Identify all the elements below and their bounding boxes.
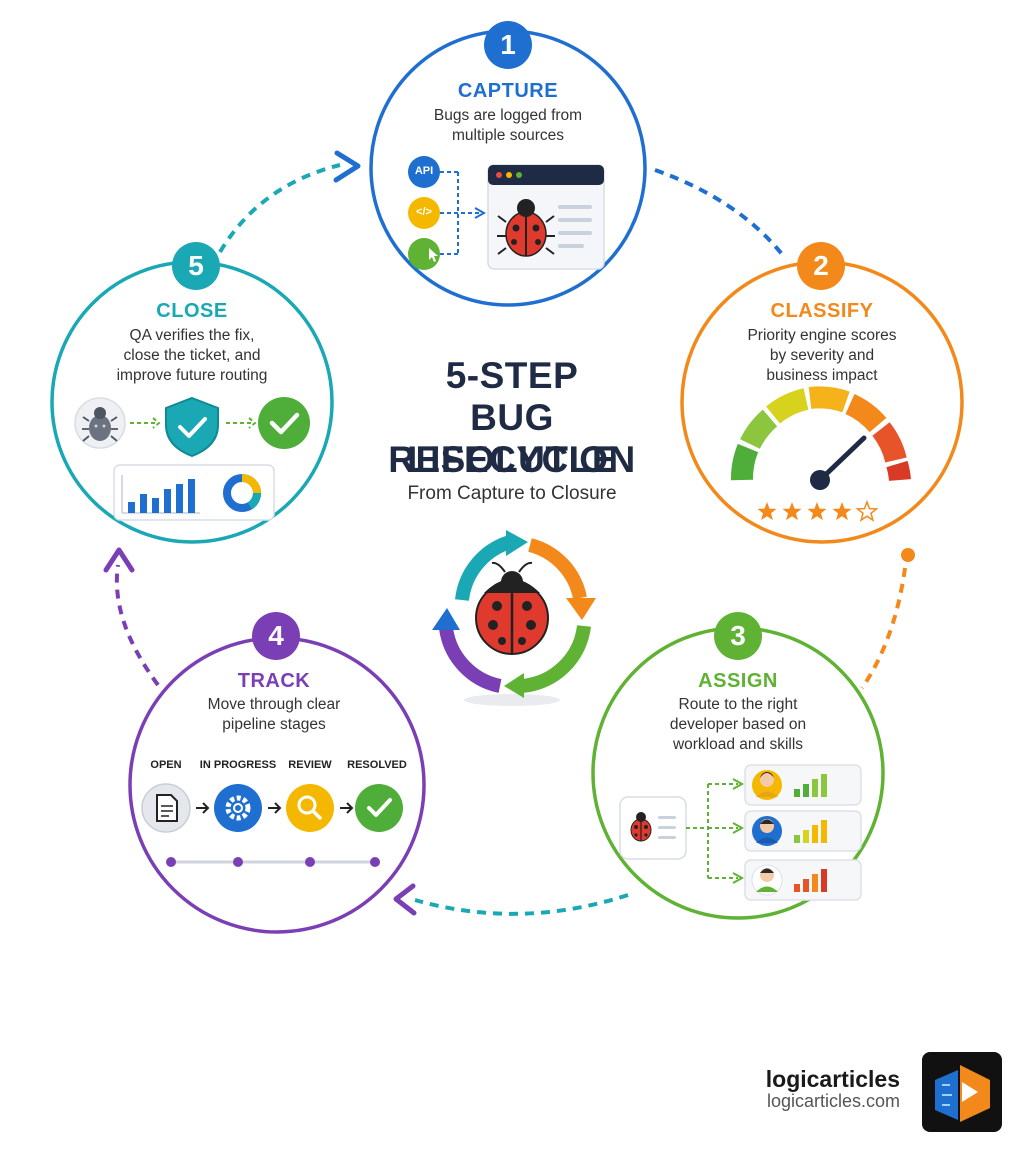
brand-name: logicarticles — [765, 1066, 900, 1092]
click-icon — [408, 238, 440, 270]
brand-url: logicarticles.com — [766, 1091, 900, 1111]
close-illustration — [74, 396, 310, 521]
step-5-badge: 5 — [172, 242, 220, 290]
check-icon — [258, 397, 310, 449]
shield-icon — [165, 396, 219, 458]
api-label: API — [414, 165, 434, 177]
connector-classify-to-assign — [860, 548, 915, 690]
title-line-2: BUG RESOLUTION — [388, 397, 636, 480]
cycle-emblem — [432, 530, 596, 706]
developer-card-3 — [744, 859, 862, 901]
star-filled-icon — [832, 502, 852, 521]
code-icon — [408, 197, 440, 229]
close-desc-line-2: close the ticket, and — [123, 347, 261, 364]
magnifier-icon — [286, 784, 334, 832]
connector-track-to-close — [103, 547, 160, 687]
stage-label-review: REVIEW — [288, 759, 332, 771]
step-1-badge: 1 — [484, 21, 532, 69]
check-icon — [355, 784, 403, 832]
subtitle: From Capture to Closure — [407, 483, 617, 504]
severity-gauge — [731, 386, 911, 490]
classify-desc-line-3: business impact — [766, 367, 878, 384]
track-desc-line-2: pipeline stages — [222, 716, 326, 733]
pipeline-illustration — [141, 783, 403, 867]
classify-desc-line-1: Priority engine scores — [747, 327, 897, 344]
star-filled-icon — [757, 502, 777, 521]
title-line-3: LIFECYCLE — [406, 439, 618, 480]
ladybug-icon — [630, 812, 652, 842]
step-2-badge: 2 — [797, 242, 845, 290]
close-desc-line-3: improve future routing — [116, 367, 268, 384]
ticket-card — [619, 796, 687, 860]
close-desc-line-1: QA verifies the fix, — [129, 327, 255, 344]
step-3-badge: 3 — [714, 612, 762, 660]
star-filled-icon — [782, 502, 802, 521]
developer-card-2 — [744, 810, 862, 852]
priority-rating — [757, 499, 879, 522]
step-4-badge: 4 — [252, 612, 300, 660]
capture-desc-line-2: multiple sources — [452, 127, 564, 144]
star-filled-icon — [807, 502, 827, 521]
capture-title: CAPTURE — [457, 80, 559, 102]
brand-logo — [922, 1052, 1002, 1132]
code-label: </> — [416, 206, 432, 218]
connector-assign-to-track — [393, 883, 629, 916]
connector-close-to-capture — [218, 150, 361, 254]
stage-label-open: OPEN — [150, 759, 182, 771]
connector-capture-to-classify — [654, 168, 787, 260]
ladybug-icon — [475, 561, 549, 655]
classify-title: CLASSIFY — [770, 300, 874, 322]
star-empty-icon — [855, 499, 879, 522]
gauge-needle — [817, 435, 867, 483]
classify-desc-line-2: by severity and — [769, 347, 875, 364]
close-title: CLOSE — [156, 300, 228, 322]
ladybug-icon — [497, 199, 555, 257]
developer-card-1 — [744, 764, 862, 806]
assign-title: ASSIGN — [698, 670, 778, 692]
assign-desc-line-3: workload and skills — [672, 736, 804, 753]
track-title: TRACK — [237, 670, 311, 692]
api-icon — [408, 156, 440, 188]
stage-label-resolved: RESOLVED — [347, 759, 407, 771]
capture-desc-line-1: Bugs are logged from — [433, 107, 583, 124]
track-desc-line-1: Move through clear — [207, 696, 341, 713]
title-line-1: 5-STEP — [445, 355, 579, 396]
assign-desc-line-1: Route to the right — [678, 696, 798, 713]
assign-illustration — [619, 764, 862, 901]
stage-label-in-progress: IN PROGRESS — [199, 759, 277, 771]
capture-illustration — [408, 156, 605, 270]
assign-desc-line-2: developer based on — [669, 716, 807, 733]
